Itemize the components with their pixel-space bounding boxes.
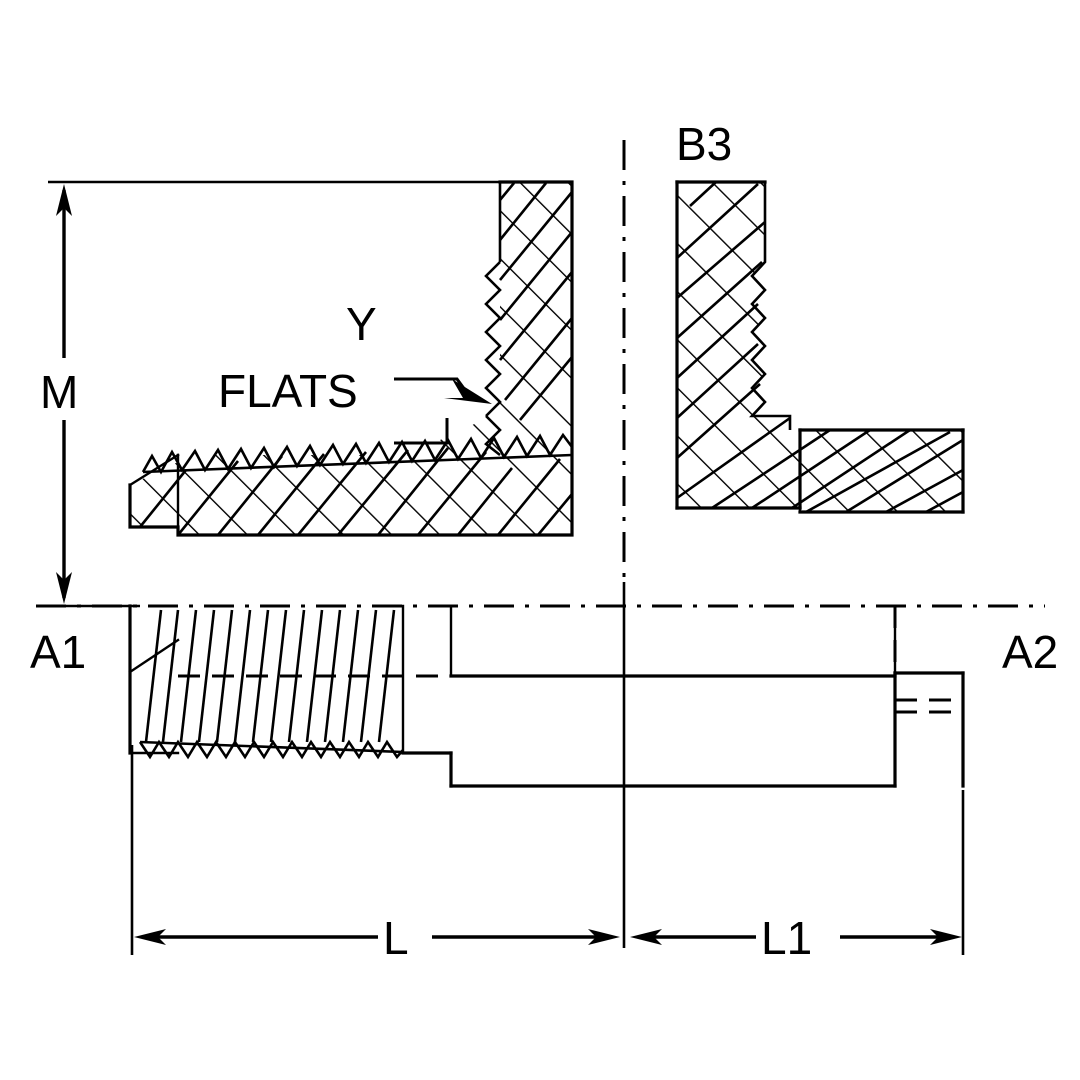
branch-right-wall-hatch-fill <box>677 182 963 512</box>
callout-label-flats: FLATS <box>218 365 358 417</box>
callout-label-b3: B3 <box>676 118 732 170</box>
left-branch-hatch-fill <box>130 182 572 535</box>
branch-left-wall-threads <box>484 182 502 457</box>
left-branch-chamfer <box>128 453 180 487</box>
dimension-l1: L1 <box>630 790 965 964</box>
leader-y-flats: Y FLATS <box>218 298 492 445</box>
dimension-l: L <box>130 745 620 964</box>
dimension-m: M <box>40 180 572 608</box>
callout-label-a1: A1 <box>30 626 86 678</box>
dimension-label-m: M <box>40 366 78 418</box>
callout-label-y: Y <box>346 298 377 350</box>
l-arrow-left <box>134 929 166 945</box>
flats-leader-arrowhead <box>444 379 492 404</box>
port-labels: A1 A2 B3 <box>30 118 1058 678</box>
m-arrow-bottom <box>56 572 72 604</box>
dimension-label-l: L <box>383 912 409 964</box>
dimension-label-l1: L1 <box>761 912 812 964</box>
branch-right-wall-section <box>675 180 965 514</box>
l1-arrow-right <box>930 929 962 945</box>
l-arrow-right <box>588 929 620 945</box>
left-branch-hatch-strokes <box>138 182 574 536</box>
callout-label-a2: A2 <box>1002 626 1058 678</box>
m-arrow-top <box>56 184 72 216</box>
hidden-bore-lines <box>178 606 963 714</box>
l1-arrow-left <box>630 929 662 945</box>
centerlines <box>36 140 1045 948</box>
lower-half-external-view <box>128 604 965 788</box>
